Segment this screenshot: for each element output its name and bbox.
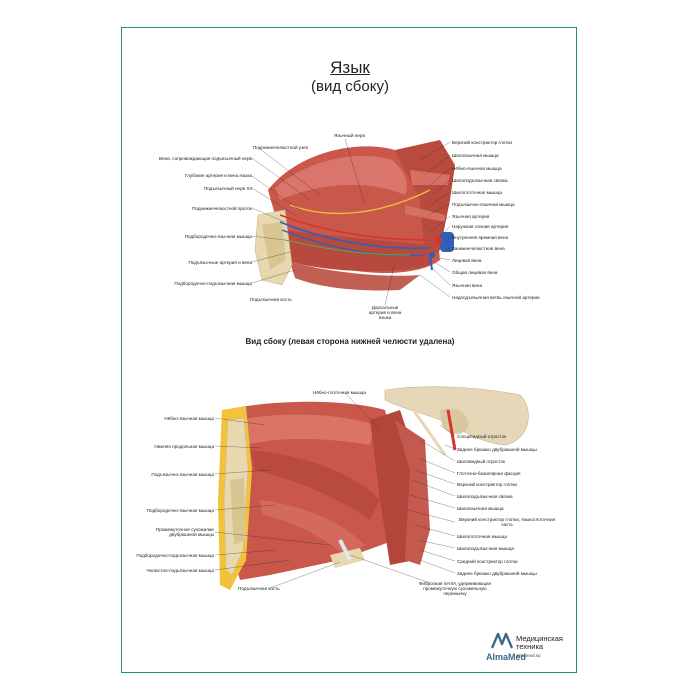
label-top-right-12: Язычная вена — [452, 283, 483, 288]
brand-tagline-line2: техника — [516, 642, 544, 651]
label-bottom-right-11: Заднее брюшко двубрюшной мышцы — [457, 571, 537, 576]
label-bottom-right-4: Верхний констриктор глотки — [457, 482, 517, 487]
label-bottom-left-4: Промежуточное сухожилие двубрюшной мышцы — [155, 527, 214, 537]
poster-title: Язык — [330, 58, 370, 77]
poster-frame — [121, 27, 577, 673]
label-bottom-right-6: Шилоязычная мышца — [457, 506, 504, 511]
label-bottom-center: Фиброзная петля, удерживающая промежуточ… — [418, 581, 492, 596]
label-top-right-11: Общая лицевая вена — [452, 270, 498, 275]
label-top-right-8: Внутренняя яремная вена — [452, 235, 509, 240]
label-top-left-5: Подъязычные артерия и вена — [188, 260, 252, 265]
label-bottom-left-2: Подъязычно-язычная мышца — [151, 472, 214, 477]
label-bottom-left-5: Подбородочно-подъязычная мышца — [136, 553, 214, 558]
label-bottom-right-0: Сосцевидный отросток — [457, 434, 507, 439]
label-bottom-left-6: Челюстно-подъязычная мышца — [146, 568, 214, 573]
label-top-left-7: Подъязычная кость — [250, 297, 292, 302]
label-top-right-2: Нёбно-язычная мышца — [452, 166, 502, 171]
label-bottom-left-7: Подъязычная кость — [238, 586, 280, 591]
label-bottom-left-1: Нижняя продольная мышца — [154, 444, 214, 449]
label-top-right-10: Лицевая вена — [452, 258, 482, 263]
label-top-right-3: Шилоподъязычная связка — [452, 178, 508, 183]
brand-tagline-line1: Медицинская — [516, 634, 563, 643]
brand-site: almamed.su — [516, 653, 541, 658]
label-bottom-left-3: Подбородочно-язычная мышца — [146, 508, 214, 513]
label-top-left-1: Глубокие артерия и вена языка — [184, 173, 252, 178]
almamed-logo-icon — [490, 632, 514, 649]
tongue-lateral-illustration — [254, 140, 455, 291]
label-bottom-upper: Нёбно-глоточная мышца — [313, 390, 366, 395]
label-bottom-right-9: Шилоподъязычная мышца — [457, 546, 514, 551]
label-top-left-0: Вена, сопровождающая подъязычный нерв — [159, 156, 252, 161]
section-caption: Вид сбоку (левая сторона нижней челюсти … — [245, 337, 455, 346]
label-top-upper-0: Поднижнечелюстной узел — [253, 145, 309, 150]
label-bottom-right-3: Глоточно-базилярная фасция — [457, 471, 521, 476]
poster-subtitle: (вид сбоку) — [311, 78, 389, 95]
label-bottom-right-5: Шилоподъязычная связка — [457, 494, 513, 499]
label-top-right-9: Занижнечелюстная вена — [452, 246, 505, 251]
brand-name: AlmaMed — [486, 652, 527, 662]
label-bottom-right-8: Шилоглоточная мышца — [457, 534, 507, 539]
label-top-left-6: Подбородочно-подъязычная мышца — [174, 281, 252, 286]
label-bottom-right-2: Шиловидный отросток — [457, 459, 506, 464]
label-bottom-right-10: Средний констриктор глотки — [457, 559, 518, 564]
label-bottom-right-1: Заднее брюшко двубрюшной мышцы — [457, 447, 537, 452]
brand-tagline: Медицинская техника — [516, 635, 563, 651]
label-top-left-4: Подбородочно-язычная мышца — [184, 234, 252, 239]
label-top-left-3: Поднижнечелюстной проток — [192, 206, 252, 211]
label-bottom-right-7: Верхний констриктор глотки, языкоглоточн… — [458, 517, 556, 527]
label-top-right-7: Наружная сонная артерия — [452, 224, 509, 229]
label-top-right-5: Подъязычно-язычная мышца — [452, 202, 515, 207]
label-top-right-4: Шилоглоточная мышца — [452, 190, 502, 195]
tongue-muscles-illustration — [218, 386, 529, 590]
label-top-upper-1: Язычный нерв — [334, 133, 365, 138]
label-top-right-1: Шилоязычная мышца — [452, 153, 499, 158]
label-top-left-2: Подъязычный нерв XII — [203, 186, 252, 191]
label-top-bottom: Дорсальные артерия и вена языка — [368, 305, 402, 320]
label-top-right-0: Верхний констриктор глотки — [452, 140, 512, 145]
label-top-right-6: Язычная артерия — [452, 214, 490, 219]
label-bottom-left-0: Нёбно-язычная мышца — [164, 416, 214, 421]
label-top-right-13: Надподъязычная ветвь язычной артерии — [452, 295, 540, 300]
